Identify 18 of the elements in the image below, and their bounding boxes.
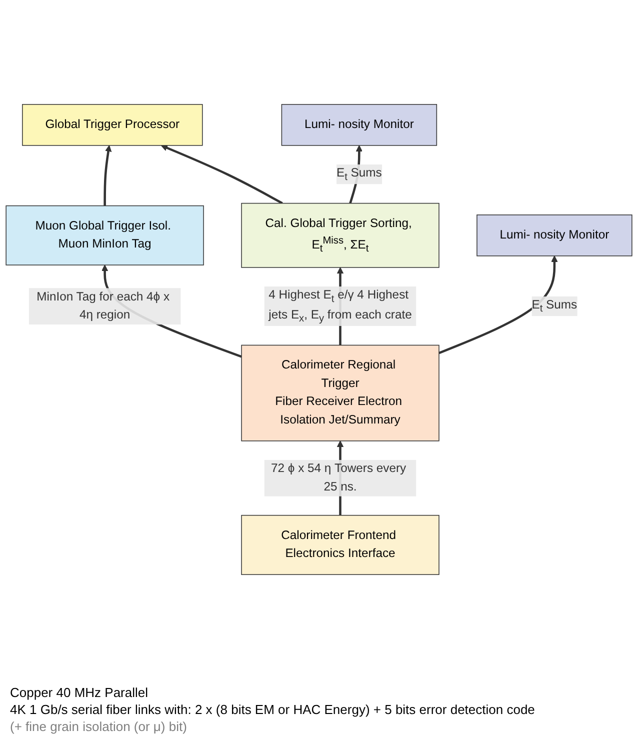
arrow (438, 256, 558, 354)
note-text: (+ fine grain isolation (or μ) bit) (10, 719, 188, 734)
edge-label: E$_{t}$ Sums (336, 166, 382, 182)
edge-label: 72 ϕ x 54 η Towers every 25 ns. (270, 462, 406, 494)
node-box: Muon Global Trigger Isol. Muon MinIon Tag (6, 205, 204, 266)
node-box: Lumi- nosity Monitor (476, 214, 632, 256)
note-text: Copper 40 MHz Parallel (10, 685, 150, 700)
arrow (104, 145, 112, 206)
node-box: Calorimeter Regional Trigger Fiber Receiver Electron Isolation Jet/Summary (241, 344, 440, 442)
node-box: Lumi- nosity Monitor (281, 104, 438, 146)
edge-label: 4 Highest E$_{t}$ e/γ 4 Highest jets E$_{x}$, E$_{y}$ from each crate (268, 288, 412, 324)
node-box: Global Trigger Processor (22, 104, 203, 146)
edge-label: MinIon Tag for each 4ϕ x 4η region (36, 290, 170, 322)
node-box: Calorimeter Frontend Electronics Interface (241, 514, 440, 575)
note-text: 4K 1 Gb/s serial fiber links with: 2 x (8 bits EM or HAC Energy) + 5 bits error detection code (10, 702, 536, 717)
arrow (160, 144, 283, 204)
edge-label: E$_{t}$ Sums (532, 298, 578, 314)
node-box: Cal. Global Trigger Sorting, E$_{t}$$^{Miss}$, ΣE$_{t}$ (241, 202, 440, 268)
